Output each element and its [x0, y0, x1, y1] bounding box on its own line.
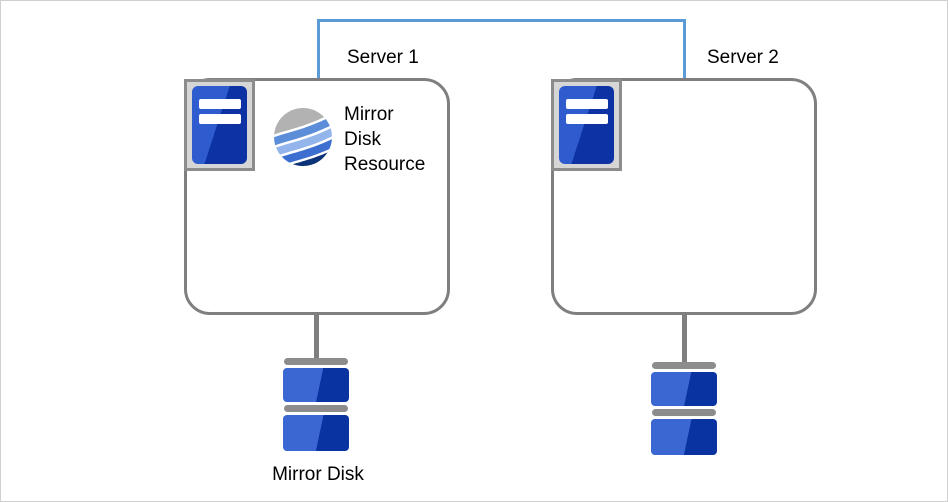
disk-platter: [651, 419, 717, 455]
mirror-disk-icon-right: [651, 362, 717, 455]
server1-icon: [184, 79, 255, 171]
server-drive-bay-icon: [199, 114, 241, 124]
resource-label-line: Resource: [344, 154, 426, 175]
disk-platter: [283, 368, 349, 402]
interconnect-line-left: [317, 19, 320, 78]
resource-label-line: Disk: [344, 129, 381, 150]
disk-cap: [652, 409, 716, 416]
server-drive-bay-icon: [566, 99, 608, 109]
disk-cap: [652, 362, 716, 369]
disk-platter: [283, 415, 349, 451]
mirror-disk-label: Mirror Disk: [272, 464, 364, 485]
server-tower-icon: [559, 86, 614, 164]
server2-label: Server 2: [707, 47, 779, 68]
server2-icon: [551, 79, 622, 171]
server-drive-bay-icon: [566, 114, 608, 124]
disk-cap: [284, 358, 348, 365]
disk-cap: [284, 405, 348, 412]
resource-label-line: Mirror: [344, 104, 394, 125]
server1-label: Server 1: [347, 47, 419, 68]
disk-platter: [651, 372, 717, 406]
server-tower-icon: [192, 86, 247, 164]
server1-disk-connector: [314, 313, 319, 360]
server2-disk-connector: [682, 313, 687, 364]
mirror-disk-icon-left: [283, 358, 349, 451]
mirror-disk-resource-label: Mirror Disk Resource: [344, 102, 425, 177]
interconnect-line-horizontal: [317, 19, 686, 22]
server-drive-bay-icon: [199, 99, 241, 109]
mirror-disk-resource-icon: [273, 107, 333, 167]
interconnect-line-right: [683, 19, 686, 78]
